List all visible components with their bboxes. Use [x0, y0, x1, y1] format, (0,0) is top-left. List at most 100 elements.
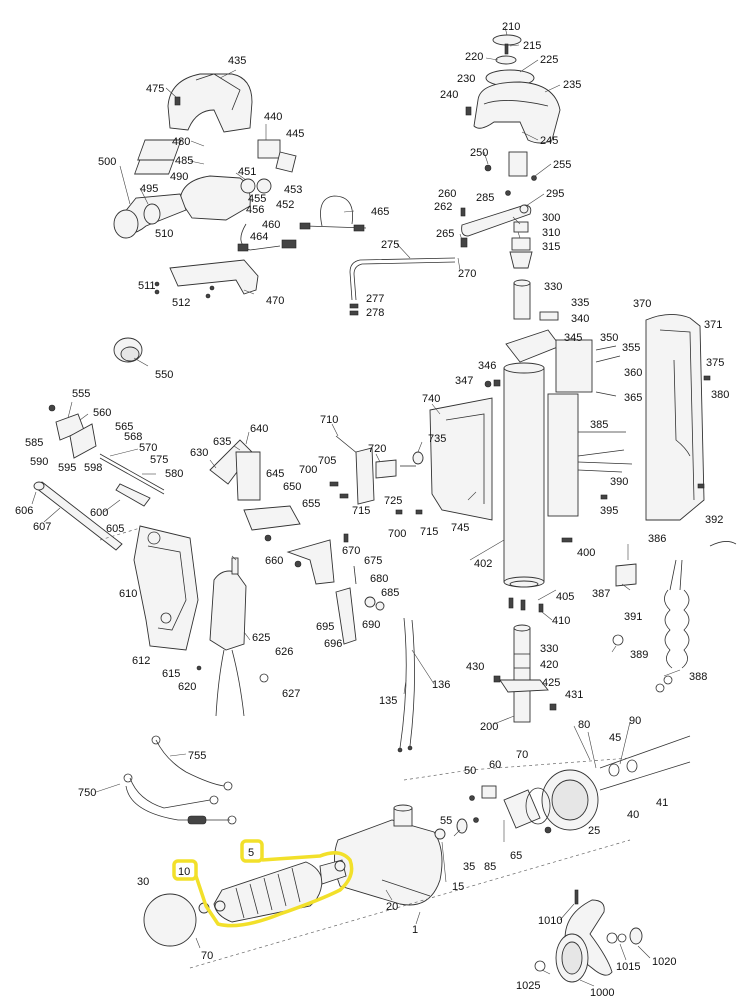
part-label: 371 — [704, 319, 722, 331]
part-label: 606 — [15, 505, 33, 517]
part-label: 391 — [624, 611, 642, 623]
part-label: 395 — [600, 505, 618, 517]
end-cap — [143, 893, 197, 947]
part-label: 85 — [484, 861, 496, 873]
part-label: 136 — [432, 679, 450, 691]
part-label: 580 — [165, 468, 183, 480]
part-label: 430 — [466, 661, 484, 673]
part-label: 740 — [422, 393, 440, 405]
lower-shaft-assembly — [493, 597, 557, 723]
cables-135-136 — [397, 617, 415, 753]
part-label: 690 — [362, 619, 380, 631]
actuator — [209, 557, 269, 717]
part-label: 452 — [276, 199, 294, 211]
part-label: 265 — [436, 228, 454, 240]
part-label: 470 — [266, 295, 284, 307]
part-label: 626 — [275, 646, 293, 658]
part-label: 565 — [115, 421, 133, 433]
part-label: 285 — [476, 192, 494, 204]
part-label: 695 — [316, 621, 334, 633]
part-label: 390 — [610, 476, 628, 488]
part-label: 568 — [124, 431, 142, 443]
part-label: 451 — [238, 166, 256, 178]
part-label: 605 — [106, 523, 124, 535]
part-label: 60 — [489, 759, 501, 771]
part-label: 277 — [366, 293, 384, 305]
part-label: 262 — [434, 201, 452, 213]
motor-housing — [334, 804, 446, 906]
part-label: 640 — [250, 423, 268, 435]
part-label: 25 — [588, 825, 600, 837]
part-label: 370 — [633, 298, 651, 310]
part-label: 35 — [463, 861, 475, 873]
part-label: 240 — [440, 89, 458, 101]
part-label: 250 — [470, 147, 488, 159]
part-label: 485 — [175, 155, 193, 167]
part-label: 41 — [656, 797, 668, 809]
part-label: 1020 — [652, 956, 676, 968]
part-label: 402 — [474, 558, 492, 570]
part-label: 575 — [150, 454, 168, 466]
part-label: 388 — [689, 671, 707, 683]
part-label: 220 — [465, 51, 483, 63]
part-label: 365 — [624, 392, 642, 404]
part-label: 700 — [388, 528, 406, 540]
part-label: 680 — [370, 573, 388, 585]
part-label: 495 — [140, 183, 158, 195]
part-label: 500 — [98, 156, 116, 168]
part-label: 475 — [146, 83, 164, 95]
part-label: 1015 — [616, 961, 640, 973]
leader-lines — [31, 26, 681, 987]
part-label: 607 — [33, 521, 51, 533]
part-label: 55 — [440, 815, 452, 827]
part-label: 710 — [320, 414, 338, 426]
part-label: 1025 — [516, 980, 540, 992]
part-label: 350 — [600, 332, 618, 344]
part-label: 510 — [155, 228, 173, 240]
part-label: 20 — [386, 901, 398, 913]
wire-harness — [123, 735, 237, 825]
part-label: 595 — [58, 462, 76, 474]
part-label: 275 — [381, 239, 399, 251]
part-label: 5 — [248, 847, 254, 859]
part-label: 655 — [302, 498, 320, 510]
part-label: 453 — [284, 184, 302, 196]
part-label: 435 — [228, 55, 246, 67]
part-label: 725 — [384, 495, 402, 507]
part-label: 464 — [250, 231, 268, 243]
part-label: 512 — [172, 297, 190, 309]
part-label: 560 — [93, 407, 111, 419]
part-label: 215 — [523, 40, 541, 52]
part-label: 80 — [578, 719, 590, 731]
part-label: 750 — [78, 787, 96, 799]
part-label: 720 — [368, 443, 386, 455]
part-label: 345 — [564, 332, 582, 344]
cable-coil-assembly — [612, 541, 737, 693]
part-label: 385 — [590, 419, 608, 431]
part-label: 40 — [627, 809, 639, 821]
part-label: 570 — [139, 442, 157, 454]
part-label: 630 — [190, 447, 208, 459]
part-label: 1 — [412, 924, 418, 936]
part-label: 50 — [464, 765, 476, 777]
part-label: 200 — [480, 721, 498, 733]
part-label: 745 — [451, 522, 469, 534]
part-label: 1000 — [590, 987, 614, 999]
part-label: 255 — [553, 159, 571, 171]
part-label: 260 — [438, 188, 456, 200]
part-label: 400 — [577, 547, 595, 559]
part-label: 455 — [248, 193, 266, 205]
part-label: 440 — [264, 111, 282, 123]
knob — [113, 337, 143, 363]
part-label: 612 — [132, 655, 150, 667]
side-cover — [645, 314, 711, 521]
part-label: 460 — [262, 219, 280, 231]
part-label: 245 — [540, 135, 558, 147]
part-label: 225 — [540, 54, 558, 66]
part-label: 625 — [252, 632, 270, 644]
part-label: 755 — [188, 750, 206, 762]
column-assembly — [484, 279, 633, 588]
part-label: 585 — [25, 437, 43, 449]
rear-motor-parts — [456, 735, 691, 834]
